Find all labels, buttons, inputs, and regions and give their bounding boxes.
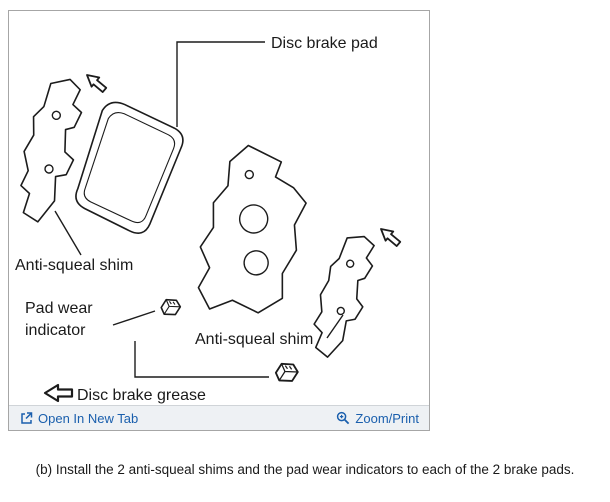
brake-pad-backing-plate-drawing [197, 144, 307, 314]
label-disc-brake-grease: Disc brake grease [77, 387, 206, 404]
install-arrow-left-icon [86, 74, 108, 93]
label-pad-wear-line2: indicator [25, 322, 86, 339]
label-disc-brake-pad: Disc brake pad [271, 35, 378, 52]
anti-squeal-shim-left-drawing [20, 78, 83, 223]
label-anti-squeal-shim-left: Anti-squeal shim [15, 257, 133, 274]
open-in-new-tab-label: Open In New Tab [38, 410, 139, 426]
label-anti-squeal-shim-right: Anti-squeal shim [195, 331, 313, 348]
panel-footer: Open In New Tab Zoom/Print [9, 405, 429, 430]
disc-brake-pad-drawing [75, 101, 184, 234]
label-pad-wear-line1: Pad wear [25, 300, 93, 317]
open-in-new-tab-icon [21, 412, 33, 424]
install-arrow-right-icon [380, 228, 402, 247]
magnifier-icon [337, 411, 350, 425]
diagram-panel: Disc brake pad Anti-squeal shim Pad wear… [8, 10, 430, 431]
instruction-caption: (b) Install the 2 anti-squeal shims and … [35, 462, 575, 477]
pad-wear-indicator-clip-2 [274, 362, 299, 382]
open-in-new-tab-link[interactable]: Open In New Tab [19, 411, 138, 426]
zoom-print-link[interactable]: Zoom/Print [336, 411, 419, 426]
brake-components-diagram: Disc brake pad Anti-squeal shim Pad wear… [15, 35, 402, 404]
zoom-print-label: Zoom/Print [355, 410, 419, 426]
grease-arrow-icon [43, 383, 74, 403]
anti-squeal-shim-right-drawing [313, 235, 375, 358]
pad-wear-indicator-clip-1 [160, 298, 182, 316]
leader-lines [54, 41, 344, 378]
